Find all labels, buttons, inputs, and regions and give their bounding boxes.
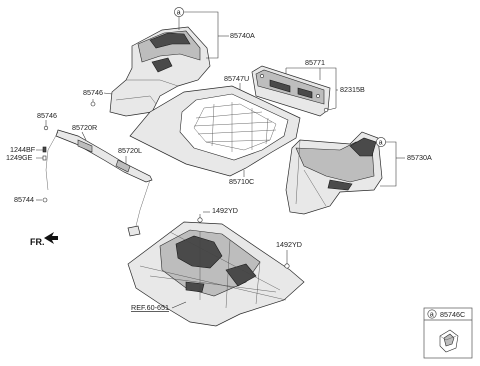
legend-marker-circle xyxy=(427,309,437,319)
wheelhouse-trim-left xyxy=(109,26,211,117)
rear-transverse-trim xyxy=(251,65,331,117)
label-85730A: 85730A xyxy=(407,153,432,162)
clip-part-icon xyxy=(439,329,459,353)
label-85746-upper: 85746 xyxy=(83,88,103,97)
front-arrow-icon xyxy=(44,232,58,244)
label-85771: 85771 xyxy=(305,58,325,67)
label-82315B: 82315B xyxy=(340,85,365,94)
label-85720R: 85720R xyxy=(72,123,97,132)
label-85747U: 85747U xyxy=(224,74,249,83)
label-1492YD-lower: 1492YD xyxy=(276,240,302,249)
trunk-floor-mat xyxy=(129,85,301,177)
reference-label: REF.60-651 xyxy=(131,303,169,312)
label-85740A: 85740A xyxy=(230,31,255,40)
marker-letter-right: a xyxy=(379,138,383,147)
label-1492YD-upper: 1492YD xyxy=(212,206,238,215)
label-1249GE: 1249GE xyxy=(6,153,33,162)
label-85710C: 85710C xyxy=(229,177,254,186)
wheelhouse-trim-right xyxy=(285,131,383,215)
front-direction-label: FR. xyxy=(30,237,45,247)
legend-box: a 85746C xyxy=(423,307,473,359)
label-1244BF: 1244BF xyxy=(10,145,36,154)
marker-letter-upper: a xyxy=(177,8,181,17)
label-85744: 85744 xyxy=(14,195,34,204)
label-85720L: 85720L xyxy=(118,146,142,155)
legend-part-number: 85746C xyxy=(440,310,465,319)
label-85746-left: 85746 xyxy=(37,111,57,120)
floor-pan xyxy=(127,217,305,327)
legend-marker-letter: a xyxy=(430,310,434,319)
side-trim-rh xyxy=(45,129,153,237)
